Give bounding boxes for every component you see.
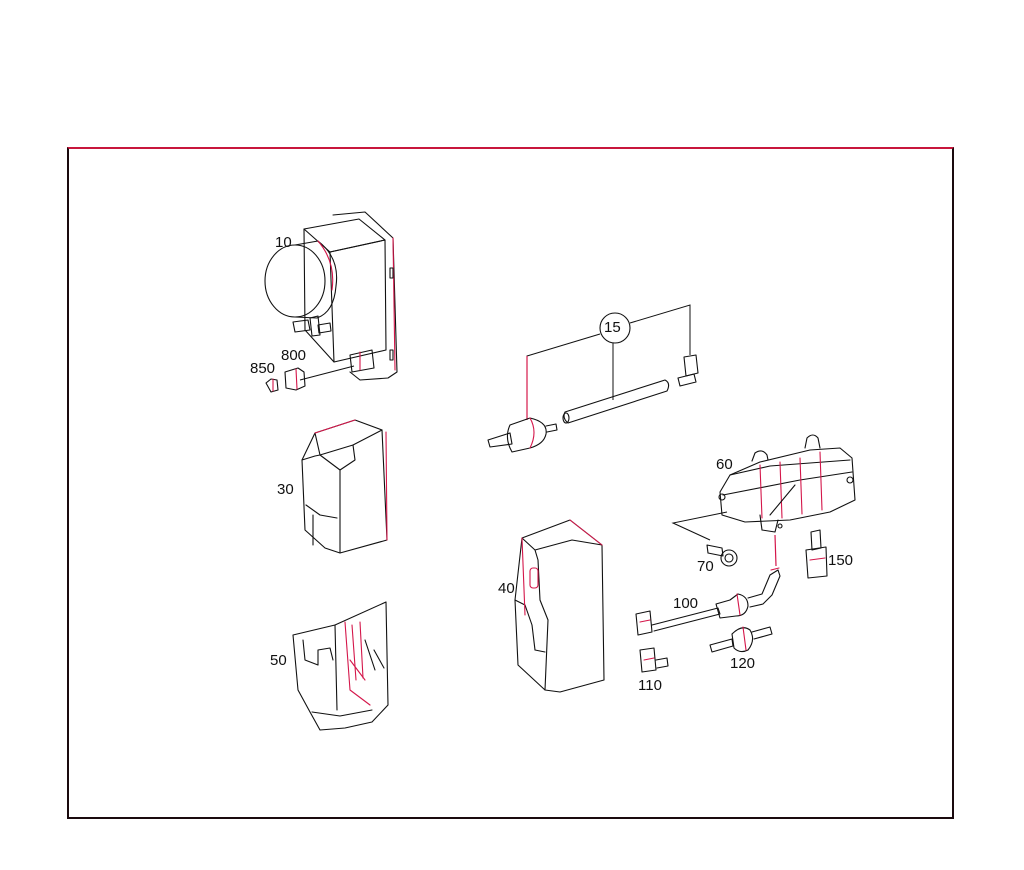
part-30-cover-block[interactable]	[301, 419, 388, 554]
part-label-70[interactable]: 70	[697, 558, 714, 575]
part-15-fuel-kit[interactable]	[487, 304, 699, 453]
part-60-reservoir[interactable]	[718, 434, 856, 567]
diagram-frame	[67, 147, 954, 819]
leader-line-800	[299, 365, 355, 381]
part-100-hose[interactable]	[635, 567, 781, 636]
part-50-bracket-housing[interactable]	[292, 601, 389, 731]
part-150-cap[interactable]	[805, 529, 828, 579]
part-label-40[interactable]: 40	[498, 580, 515, 597]
part-label-30[interactable]: 30	[277, 481, 294, 498]
part-label-110[interactable]: 110	[638, 677, 662, 694]
part-label-100[interactable]: 100	[673, 595, 699, 612]
part-label-150[interactable]: 150	[828, 552, 854, 569]
part-800-connector[interactable]	[284, 367, 306, 391]
part-70-bolt[interactable]	[706, 544, 738, 567]
part-label-10[interactable]: 10	[275, 234, 292, 251]
part-label-50[interactable]: 50	[270, 652, 287, 669]
part-label-800[interactable]: 800	[281, 347, 307, 364]
part-label-850[interactable]: 850	[250, 360, 276, 377]
callout-circle-15	[599, 312, 631, 344]
part-label-15[interactable]: 15	[604, 319, 621, 336]
part-label-120[interactable]: 120	[730, 655, 756, 672]
part-10-heater-unit[interactable]	[264, 211, 398, 381]
part-40-cover-block[interactable]	[514, 519, 605, 693]
part-120-check-valve[interactable]	[709, 626, 773, 653]
leader-line-70	[671, 511, 728, 541]
part-label-60[interactable]: 60	[716, 456, 733, 473]
part-850-plug[interactable]	[265, 378, 279, 393]
part-110-clip[interactable]	[639, 647, 669, 673]
